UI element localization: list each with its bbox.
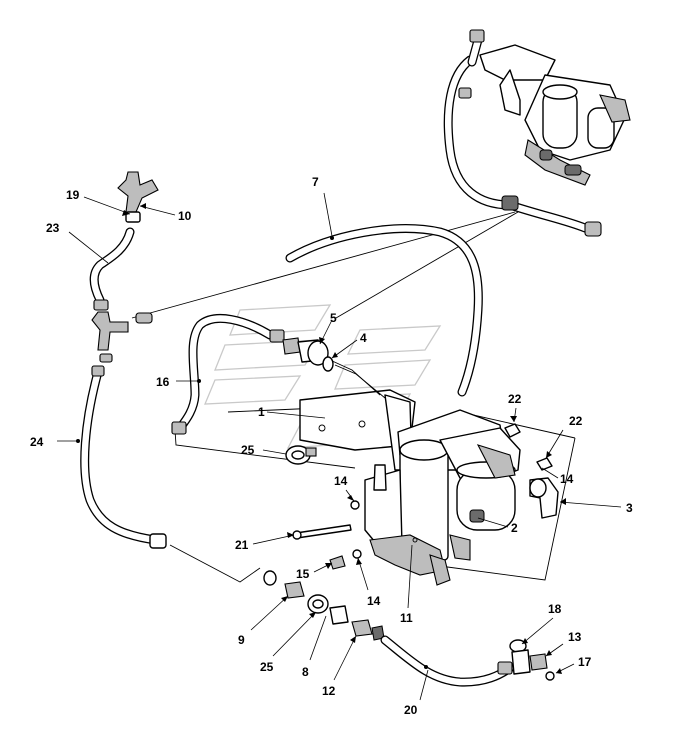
callout-21: 21 xyxy=(235,538,249,552)
callout-11: 11 xyxy=(400,611,413,625)
hose-7 xyxy=(285,224,483,397)
callout-2: 2 xyxy=(511,521,518,535)
callout-23: 23 xyxy=(46,221,60,235)
callout-20: 20 xyxy=(404,703,418,717)
hose-clamp-25-top xyxy=(285,445,317,465)
callout-labels: 1 2 3 4 5 7 8 9 10 11 12 13 14 14 14 15 … xyxy=(30,175,633,717)
callout-18: 18 xyxy=(548,602,562,616)
main-filter-unit xyxy=(364,409,521,586)
callout-8: 8 xyxy=(302,665,309,679)
callout-22-left: 22 xyxy=(508,392,522,406)
callout-14-left: 14 xyxy=(334,474,348,488)
callout-14-right: 14 xyxy=(560,472,574,486)
callout-19: 19 xyxy=(66,188,80,202)
callout-13: 13 xyxy=(568,630,582,644)
callout-9: 9 xyxy=(238,633,245,647)
callout-3: 3 xyxy=(626,501,633,515)
tee-fittings-13-17-18 xyxy=(509,639,555,681)
hose-16 xyxy=(171,313,285,435)
callout-25-bottom: 25 xyxy=(260,660,274,674)
callout-16: 16 xyxy=(156,375,170,389)
callout-7: 7 xyxy=(312,175,319,189)
callout-4: 4 xyxy=(360,331,367,345)
hardware-items xyxy=(292,423,553,570)
bracket-1 xyxy=(299,359,416,471)
callout-10: 10 xyxy=(178,209,192,223)
callout-1: 1 xyxy=(258,405,265,419)
callout-22-right: 22 xyxy=(569,414,583,428)
callout-25-top: 25 xyxy=(241,443,255,457)
fitting-5 xyxy=(282,337,329,366)
callout-17: 17 xyxy=(578,655,592,669)
elbow-fitting-3 xyxy=(529,477,559,519)
hose-20 xyxy=(380,635,515,687)
callout-14-bottom: 14 xyxy=(367,594,381,608)
left-hose-group xyxy=(76,171,167,549)
leader-lines xyxy=(57,192,622,701)
o-ring-4 xyxy=(322,356,334,372)
bottom-fitting-chain xyxy=(263,570,385,641)
callout-15: 15 xyxy=(296,567,310,581)
callout-12: 12 xyxy=(322,684,336,698)
callout-24: 24 xyxy=(30,435,44,449)
callout-5: 5 xyxy=(330,311,337,325)
reference-filter-assembly xyxy=(443,29,631,237)
